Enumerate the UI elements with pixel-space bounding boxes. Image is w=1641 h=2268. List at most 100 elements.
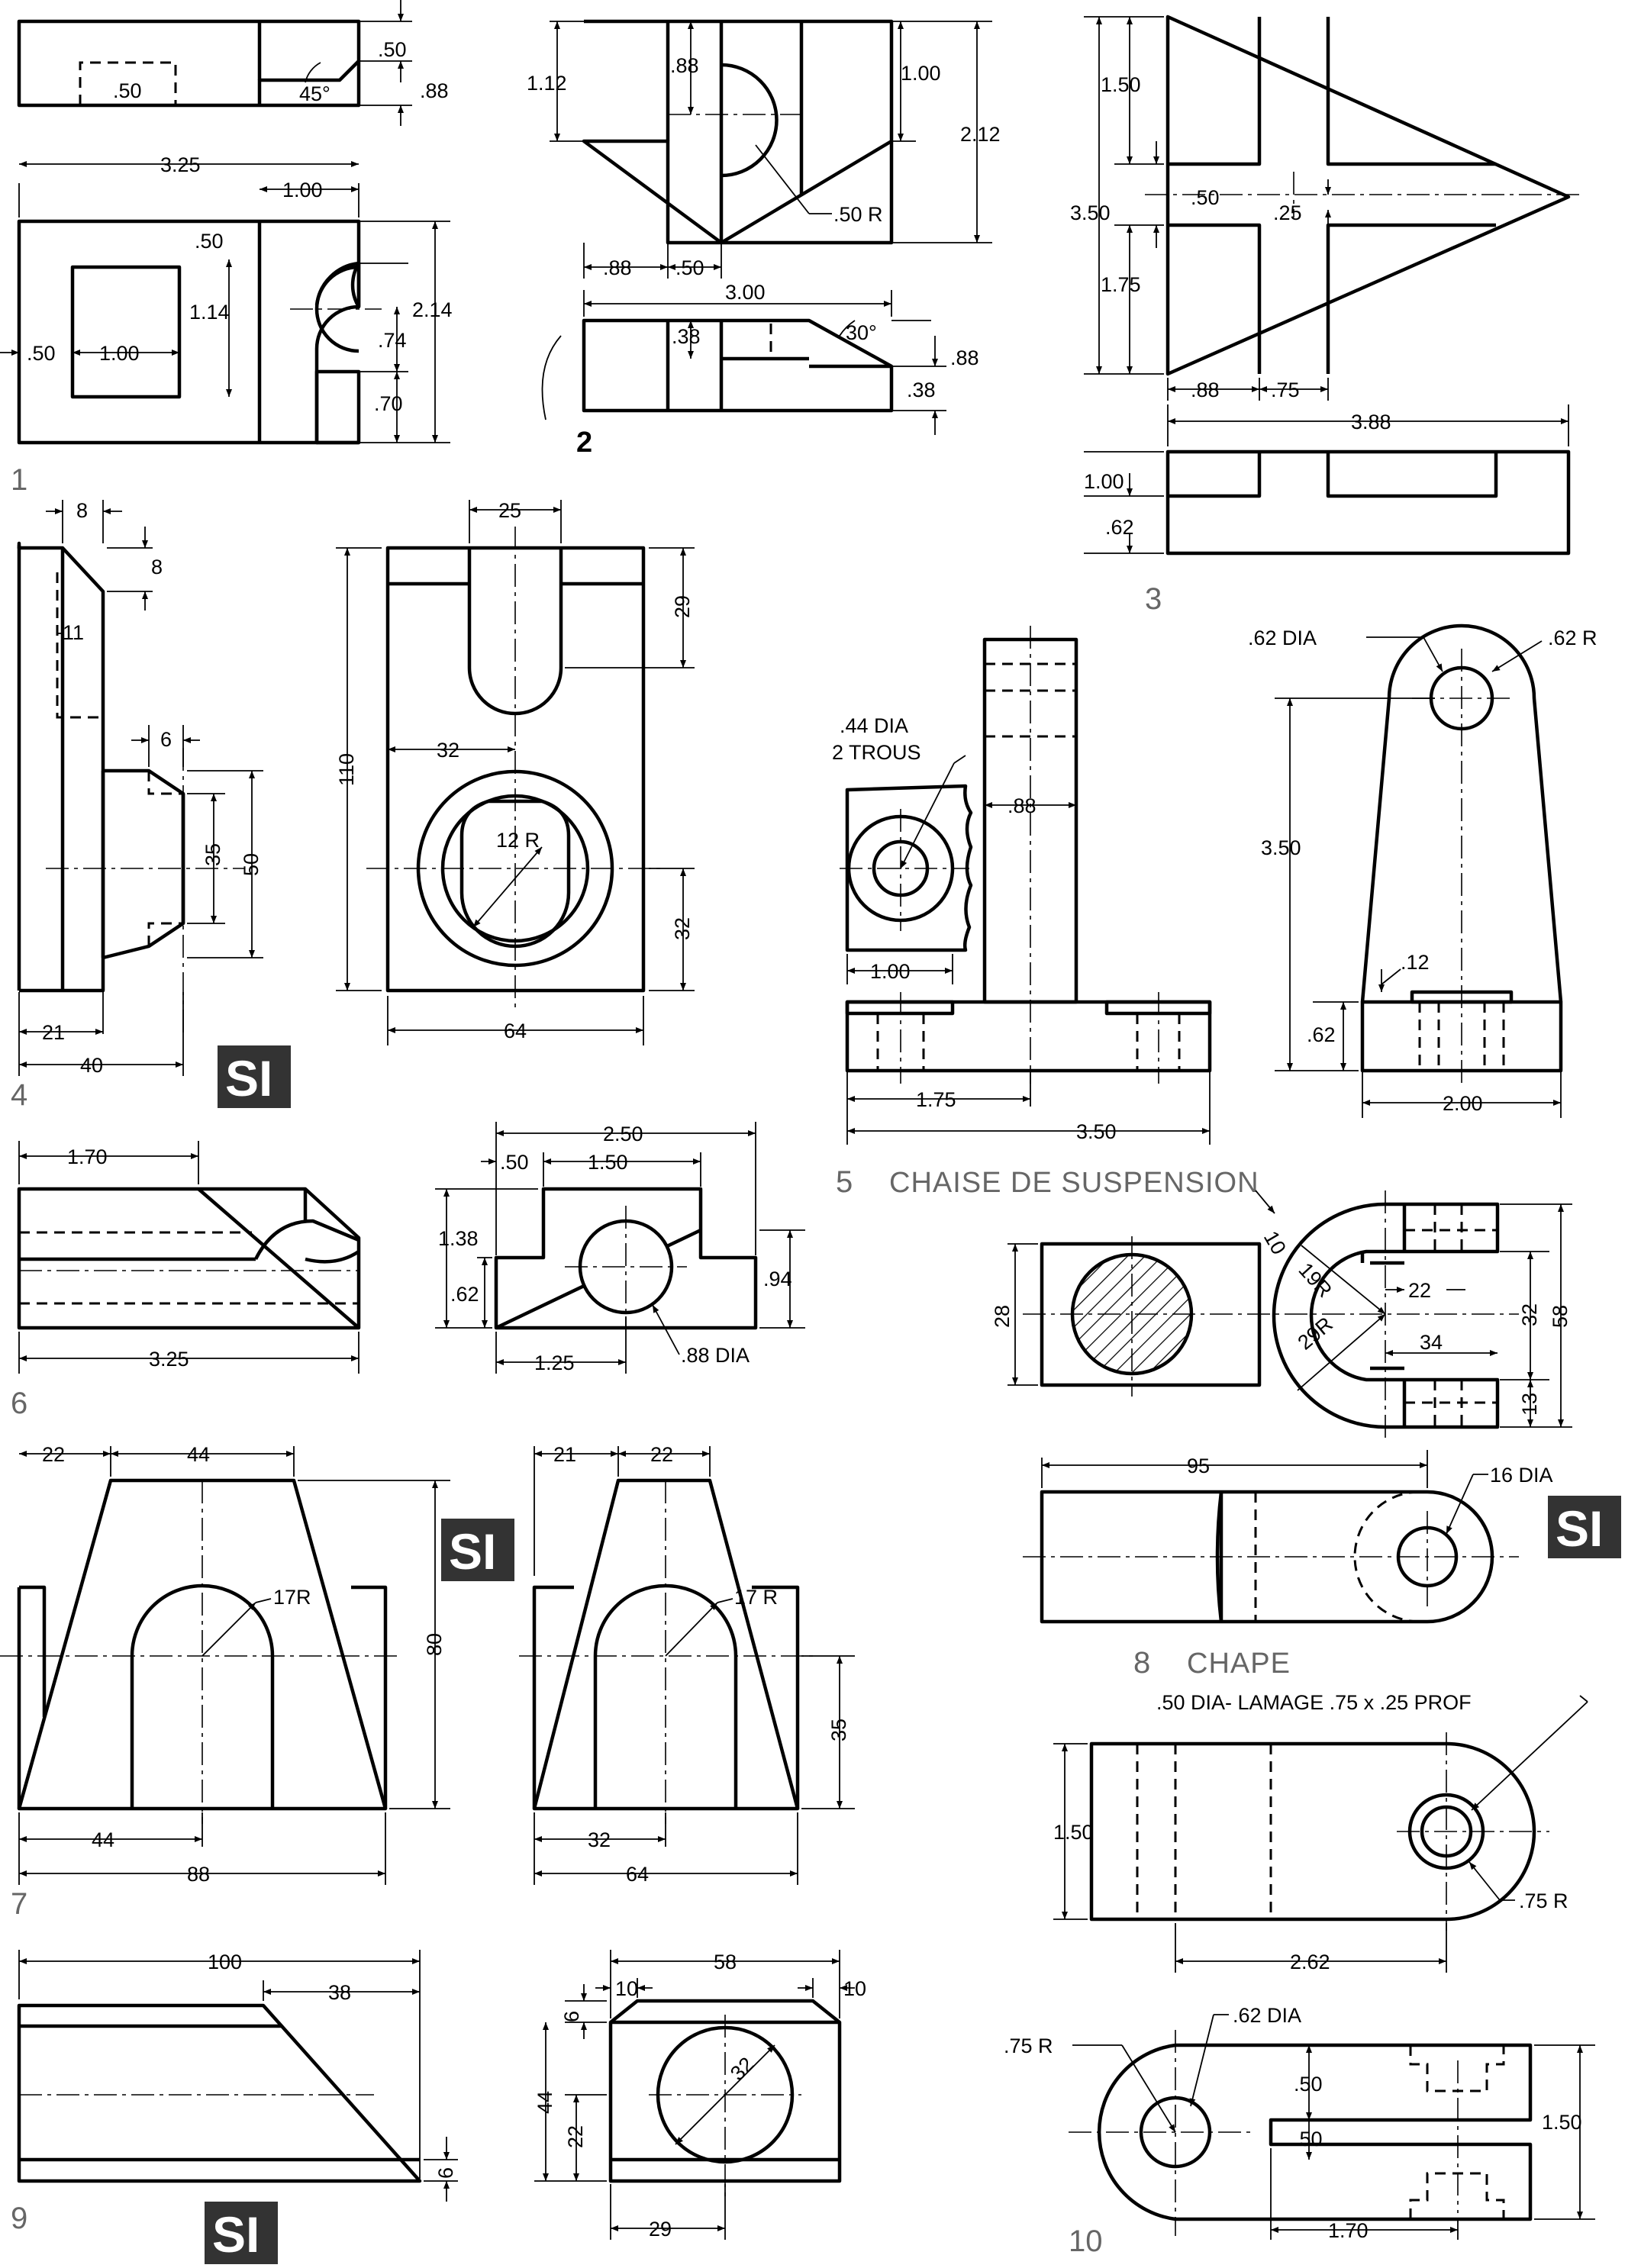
p7-dim-22b: 22 (650, 1443, 673, 1466)
p5-side-view: .62 DIA .62 R 3.50 .12 .62 2.00 (1248, 623, 1597, 1118)
problem-7: 17R 22 44 80 44 88 17 R 21 22 35 32 64 S… (0, 1443, 855, 1921)
p8-front-view: 95 16 DIA (1023, 1450, 1553, 1624)
p5-dim-062r: .62 R (1548, 627, 1597, 649)
p8-dim-16dia: 16 DIA (1490, 1464, 1553, 1487)
p4-dim-64: 64 (504, 1020, 527, 1042)
p6-dim-150: 1.50 (588, 1151, 628, 1174)
p4-dim-110: 110 (335, 753, 358, 786)
p4-front-view: 12 R 25 29 110 32 32 64 (335, 499, 695, 1045)
p3-dim-175: 1.75 (1101, 273, 1141, 296)
p4-dim-6: 6 (160, 728, 172, 751)
p9-dim-32: 32 (726, 2053, 758, 2085)
p1-dim-100a: 1.00 (282, 179, 323, 201)
p10-dim-050a: .50 (1294, 2073, 1323, 2096)
p1-dim-45deg: 45° (299, 82, 330, 105)
p7-si-badge: SI (441, 1519, 514, 1581)
p10-dim-050b: .50 (1294, 2128, 1323, 2150)
p8-title: CHAPE (1187, 1648, 1291, 1680)
p8-dim-58: 58 (1549, 1305, 1572, 1328)
p9-dim-58: 58 (714, 1951, 737, 1973)
p10-dim-075r: .75 R (1519, 1889, 1568, 1912)
p2-dim-300: 3.00 (725, 281, 766, 304)
p1-dim-100b: 1.00 (99, 342, 140, 365)
p3-dim-100: 1.00 (1084, 470, 1124, 493)
p10-dim-150b: 1.50 (1542, 2111, 1582, 2134)
problem-8: 29R 19R 10 22 34 28 32 13 58 95 16 DIA S… (991, 1190, 1621, 1680)
p1-dim-050c: .50 (195, 230, 224, 253)
p4-si-text: SI (225, 1050, 272, 1107)
p9-dim-44: 44 (534, 2091, 556, 2114)
p5-dim-2trous: 2 TROUS (832, 741, 921, 764)
p1-front-view: 3.25 1.00 2.14 .74 .70 .50 1.14 .50 1.00 (0, 153, 453, 445)
p2-leader (541, 335, 562, 420)
p5-dim-088: .88 (1007, 794, 1037, 817)
p3-dim-088: .88 (1191, 379, 1220, 401)
p8-si-text: SI (1556, 1500, 1603, 1557)
p1-dim-050b: .50 (113, 79, 142, 102)
problem-6: 1.70 3.25 2.50 .50 1.50 1.38 .62 .94 1.2… (11, 1122, 805, 1420)
p4-dim-40: 40 (80, 1054, 103, 1077)
p5-dim-100: 1.00 (870, 960, 911, 983)
p5-dim-175: 1.75 (916, 1088, 956, 1111)
p8-dim-34: 34 (1420, 1331, 1443, 1354)
p4-dim-29: 29 (671, 595, 694, 618)
p1-dim-088: .88 (420, 79, 449, 102)
p8-dim-28: 28 (991, 1305, 1014, 1328)
p9-dim-38: 38 (328, 1981, 351, 2004)
p1-dim-325: 3.25 (160, 153, 201, 176)
p4-dim-11: 11 (63, 621, 84, 644)
p4-dim-25: 25 (498, 499, 521, 522)
p3-dim-388: 3.88 (1351, 411, 1391, 433)
p3-bottom-view: 3.88 1.00 .62 (1084, 404, 1571, 556)
p10-dim-075rb: .75 R (1004, 2034, 1053, 2057)
p6-dim-250: 2.50 (603, 1123, 643, 1145)
p9-side-view: 32 58 10 10 6 44 22 29 (534, 1950, 866, 2241)
p5-dim-200: 2.00 (1443, 1092, 1483, 1115)
p7-dim-17r-a: 17R (273, 1586, 311, 1609)
p7-dim-35: 35 (827, 1719, 850, 1741)
problem-10: .50 DIA- LAMAGE .75 x .25 PROF .75 R 1.5… (1004, 1691, 1595, 2258)
p9-si-badge: SI (205, 2202, 278, 2264)
p10-front-view: .50 DIA- LAMAGE .75 x .25 PROF .75 R 1.5… (1053, 1691, 1588, 1973)
p5-caption: 5 (836, 1165, 853, 1199)
p5-front-view: .44 DIA 2 TROUS .88 1.00 1.75 3.50 (832, 626, 1212, 1145)
p5-dim-350a: 3.50 (1076, 1120, 1117, 1143)
p3-caption: 3 (1145, 582, 1162, 616)
p4-dim-35: 35 (201, 843, 224, 866)
p4-caption: 4 (11, 1078, 27, 1112)
p5-dim-350b: 3.50 (1261, 836, 1301, 859)
p2-dim-050r: .50 R (833, 203, 883, 226)
p8-dim-10: 10 (1259, 1227, 1291, 1258)
p6-dim-325: 3.25 (149, 1348, 189, 1371)
p10-dim-062dia: .62 DIA (1233, 2004, 1301, 2027)
p9-caption: 9 (11, 2202, 27, 2235)
p4-dim-32a: 32 (437, 739, 459, 762)
p2-top-view: 3.00 .38 30° .88 .38 (582, 281, 979, 435)
p2-dim-088b: .88 (603, 256, 632, 279)
p6-front-view: 2.50 .50 1.50 1.38 .62 .94 1.25 .88 DIA (435, 1122, 805, 1374)
p4-dim-8b: 8 (151, 556, 163, 578)
p8-dim-22: 22 (1408, 1279, 1431, 1302)
p2-dim-100: 1.00 (901, 62, 941, 85)
p6-dim-062: .62 (450, 1283, 479, 1306)
p2-front-view: .50 R 1.12 .88 1.00 2.12 .88 .50 (527, 19, 1001, 279)
p3-dim-062: .62 (1105, 516, 1134, 539)
problem-3: 3.50 1.50 1.75 .50 .25 .88 .75 3.88 1.00… (1070, 14, 1580, 616)
p8-si-badge: SI (1548, 1496, 1621, 1558)
p2-dim-038a: .38 (672, 325, 701, 348)
p7-dim-80: 80 (423, 1633, 446, 1656)
p3-dim-350: 3.50 (1070, 201, 1111, 224)
p8-top-view: 29R 19R 10 22 34 28 32 13 58 (991, 1190, 1572, 1442)
p3-dim-025: .25 (1273, 201, 1302, 224)
p2-dim-212: 2.12 (960, 123, 1001, 146)
p9-dim-6b: 6 (560, 2011, 583, 2022)
p6-dim-125: 1.25 (534, 1351, 575, 1374)
p7-dim-21: 21 (553, 1443, 576, 1466)
p2-dim-038b: .38 (907, 379, 936, 401)
p10-dim-170: 1.70 (1328, 2219, 1369, 2242)
p5-dim-012: .12 (1401, 951, 1430, 974)
p8-dim-32: 32 (1518, 1303, 1541, 1326)
p2-dim-088a: .88 (670, 54, 699, 77)
p3-front-view: 3.50 1.50 1.75 .50 .25 .88 .75 (1070, 14, 1580, 401)
